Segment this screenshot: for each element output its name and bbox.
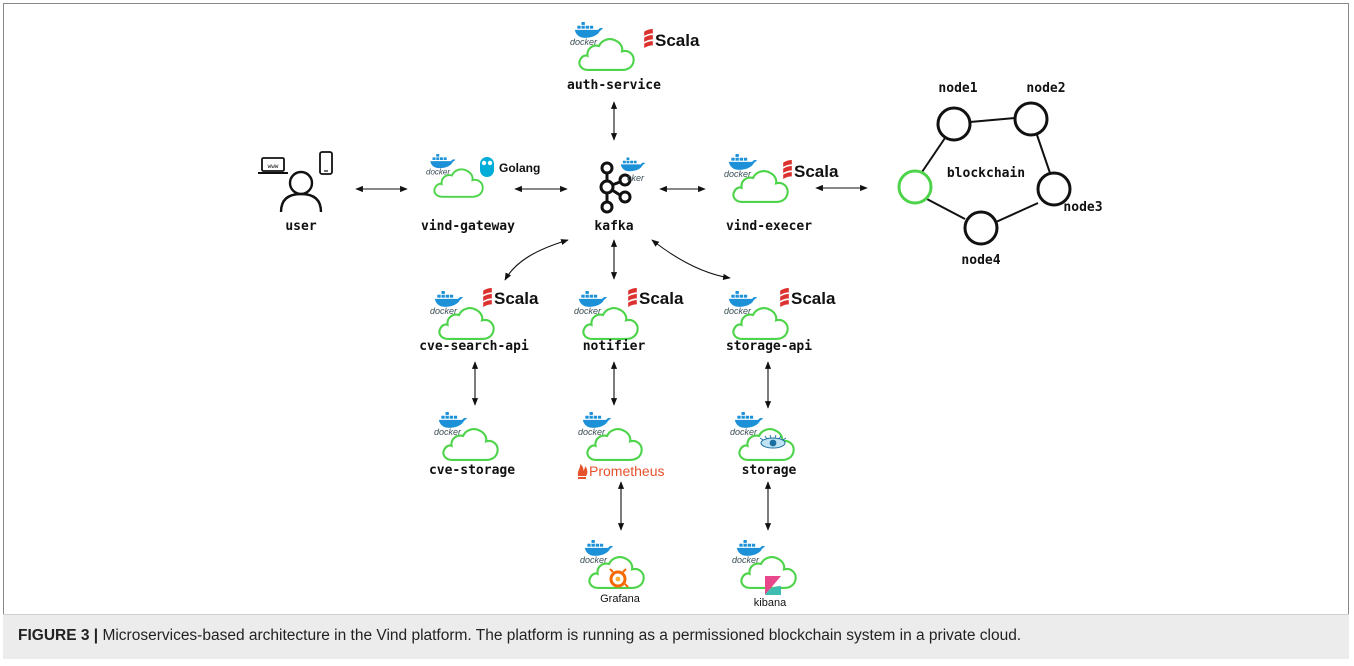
blockchain-network: node1 node2 node3 node4 blockchain bbox=[897, 81, 1103, 268]
cve-search-api-label: cve-search-api bbox=[419, 339, 529, 354]
scala-icon bbox=[628, 288, 637, 307]
edges bbox=[355, 101, 868, 531]
person-icon bbox=[279, 170, 323, 213]
figure-caption: FIGURE 3 | Microservices-based architect… bbox=[18, 627, 1021, 645]
service-storage: storage bbox=[730, 412, 797, 478]
blockchain-node-4 bbox=[963, 210, 999, 246]
storage-label: storage bbox=[742, 463, 797, 478]
kibana-icon bbox=[765, 576, 781, 595]
golang-gopher-icon bbox=[480, 157, 494, 177]
scala-label: Scala bbox=[639, 289, 684, 308]
kafka-icon bbox=[599, 161, 632, 214]
node3-label: node3 bbox=[1063, 200, 1102, 215]
scala-label: Scala bbox=[494, 289, 539, 308]
docker-whale-icon bbox=[570, 22, 634, 70]
scala-label: Scala bbox=[794, 162, 839, 181]
docker-cloud-icon bbox=[730, 412, 794, 460]
docker-cloud-icon bbox=[434, 412, 498, 460]
prometheus-icon bbox=[577, 464, 588, 479]
node1-label: node1 bbox=[938, 81, 977, 96]
scala-icon bbox=[483, 288, 492, 307]
docker-cloud-icon bbox=[724, 291, 788, 339]
edge-kafka-storage-api bbox=[651, 239, 731, 280]
kafka-docker-label: cker bbox=[627, 173, 645, 183]
node2-label: node2 bbox=[1026, 81, 1065, 96]
blockchain-node-1 bbox=[936, 106, 972, 142]
vind-gateway-label: vind-gateway bbox=[421, 219, 515, 234]
kafka-label: kafka bbox=[594, 219, 633, 234]
phone-icon bbox=[319, 151, 333, 175]
docker-cloud-icon bbox=[426, 154, 483, 197]
scala-icon bbox=[644, 29, 653, 48]
golang-label: Golang bbox=[499, 161, 540, 175]
service-kibana: kibana bbox=[732, 540, 796, 609]
scala-icon bbox=[783, 160, 792, 179]
edge-kafka-cve-api bbox=[504, 239, 569, 281]
cve-storage-label: cve-storage bbox=[429, 463, 515, 478]
blockchain-label: blockchain bbox=[947, 166, 1025, 181]
svg-text:www: www bbox=[268, 163, 279, 170]
caption-bar: FIGURE 3 | Microservices-based architect… bbox=[3, 614, 1349, 659]
user-node: www user bbox=[258, 151, 333, 234]
docker-cloud-icon bbox=[578, 412, 642, 460]
prometheus-label: Prometheus bbox=[589, 463, 664, 479]
scala-label: Scala bbox=[791, 289, 836, 308]
scala-label: Scala bbox=[655, 31, 700, 50]
blockchain-node-3 bbox=[1036, 171, 1072, 207]
storage-api-label: storage-api bbox=[726, 339, 812, 354]
blockchain-node-2 bbox=[1013, 101, 1049, 137]
user-label: user bbox=[285, 219, 316, 234]
figure-number: FIGURE 3 | bbox=[18, 627, 99, 644]
service-cve-storage: cve-storage bbox=[429, 412, 515, 478]
docker-whale-icon bbox=[620, 157, 646, 172]
kibana-label: kibana bbox=[754, 597, 787, 609]
vind-execer-label: vind-execer bbox=[726, 219, 812, 234]
service-execer: Scala vind-execer bbox=[724, 154, 839, 234]
laptop-icon: www bbox=[258, 157, 288, 174]
service-storage-api: Scala storage-api bbox=[724, 288, 836, 354]
service-auth: Scala auth-service bbox=[567, 22, 700, 93]
cassandra-eye-icon bbox=[759, 434, 787, 449]
notifier-label: notifier bbox=[583, 339, 646, 354]
docker-cloud-icon bbox=[574, 291, 638, 339]
service-kafka: cker kafka bbox=[594, 157, 646, 234]
caption-text: Microservices-based architecture in the … bbox=[102, 627, 1022, 644]
service-gateway: Golang vind-gateway bbox=[421, 154, 540, 234]
scala-icon bbox=[780, 288, 789, 307]
service-cve-search-api: Scala cve-search-api bbox=[419, 288, 539, 354]
blockchain-node-green bbox=[897, 169, 933, 205]
node4-label: node4 bbox=[961, 253, 1000, 268]
service-grafana: Grafana bbox=[580, 540, 644, 605]
docker-cloud-icon bbox=[724, 154, 788, 202]
service-notifier: Scala notifier bbox=[574, 288, 684, 354]
auth-service-label: auth-service bbox=[567, 78, 661, 93]
grafana-icon bbox=[609, 568, 629, 588]
docker-cloud-icon bbox=[732, 540, 796, 588]
grafana-label: Grafana bbox=[600, 593, 641, 605]
service-prometheus: Prometheus bbox=[577, 412, 664, 479]
